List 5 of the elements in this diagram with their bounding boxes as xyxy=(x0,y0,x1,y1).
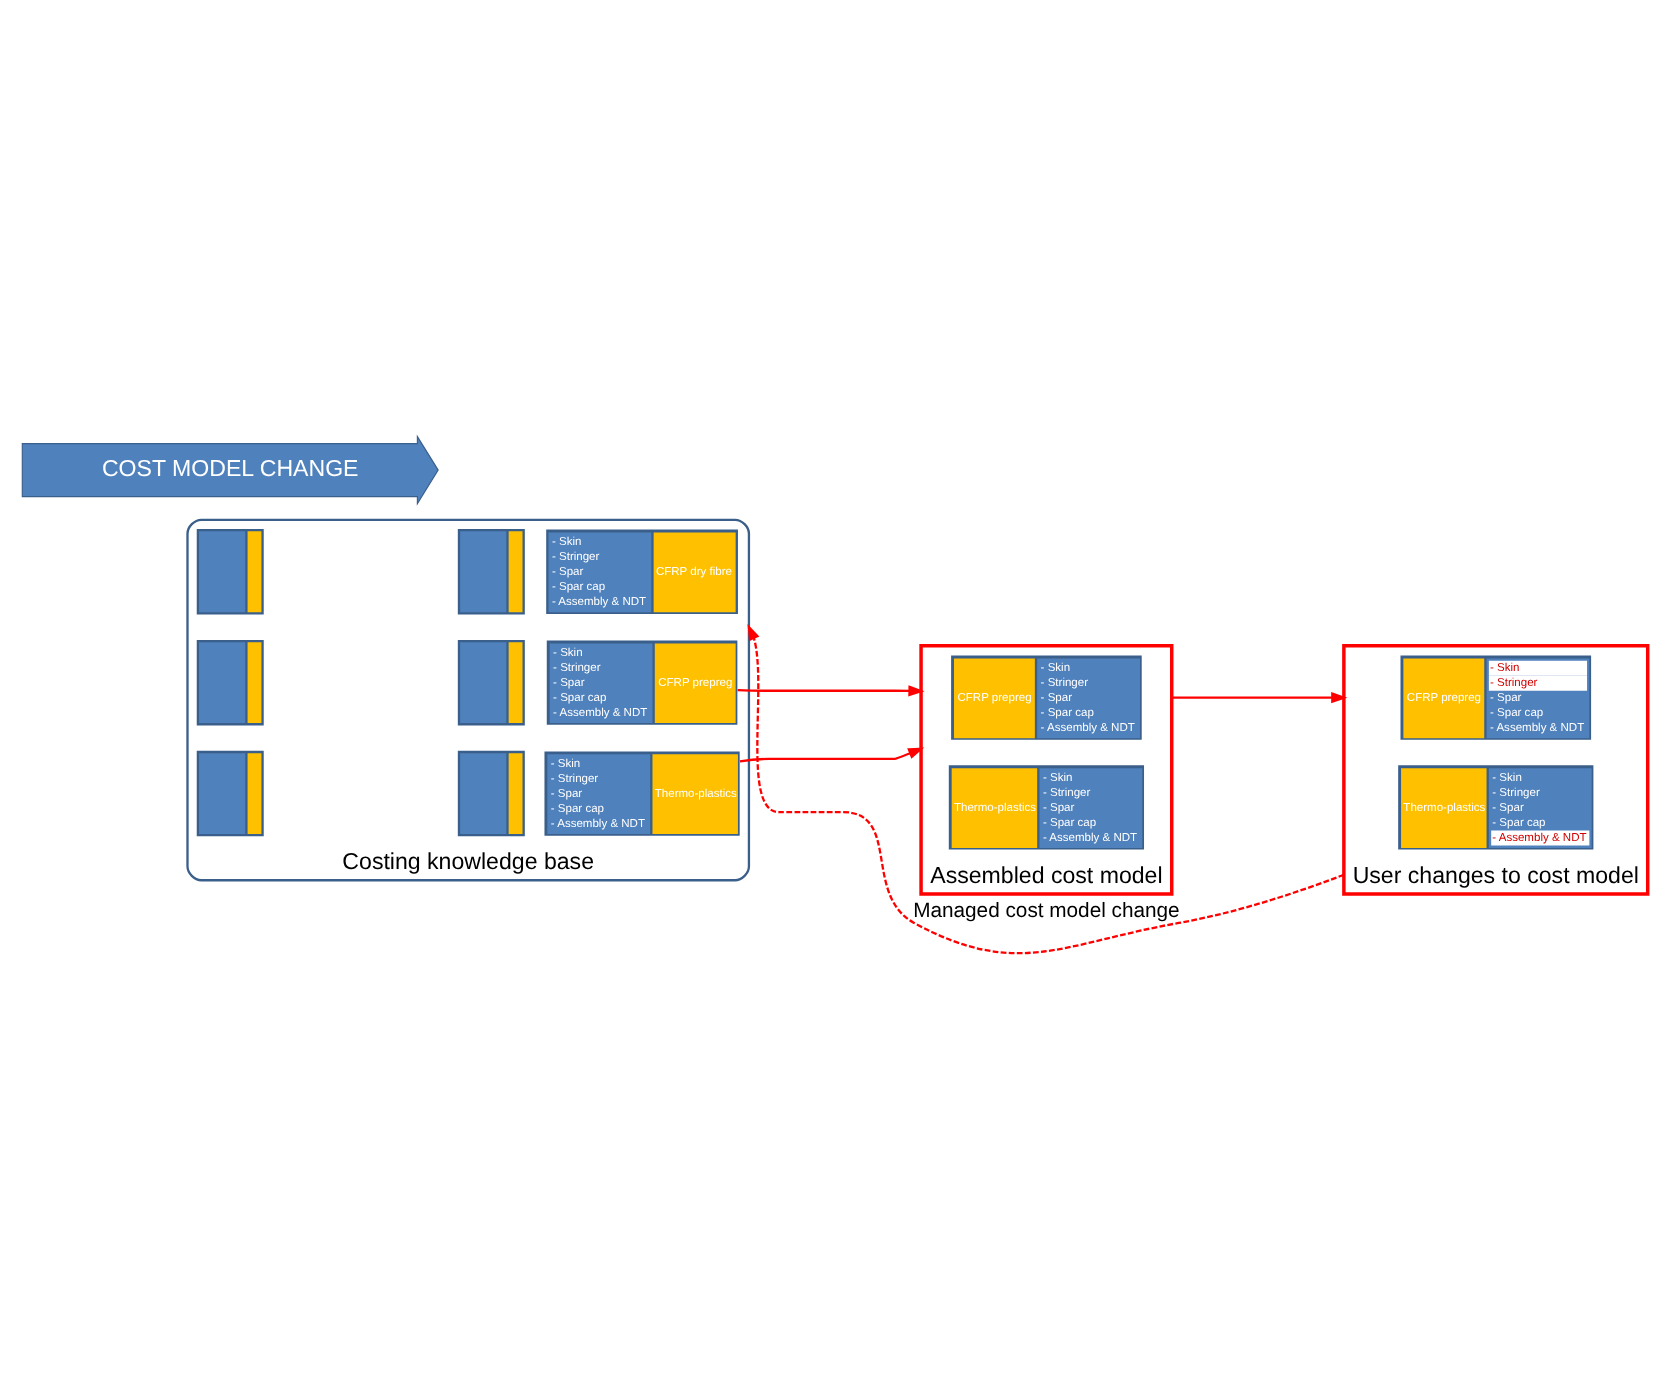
arrow xyxy=(1171,692,1348,704)
edge-label: Managed cost model change xyxy=(913,900,1180,923)
arrow xyxy=(737,685,925,697)
arrow xyxy=(747,624,1345,955)
arrow xyxy=(739,747,925,763)
